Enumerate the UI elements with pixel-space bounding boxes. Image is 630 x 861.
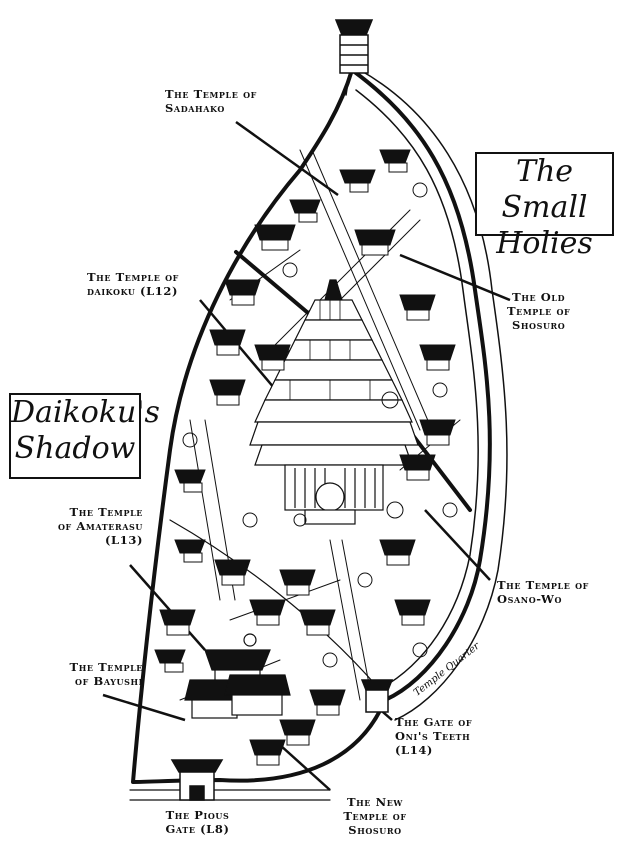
district-wall-outer (131, 68, 492, 784)
label-temple-daikoku: The Temple of daikoku (L12) (87, 270, 179, 298)
label-line: The Pious (165, 808, 230, 822)
label-old-temple-shosuro: The Old Temple of Shosuro (507, 290, 570, 332)
leader-daikoku (199, 299, 281, 396)
leader-amaterasu (129, 564, 206, 651)
leader-bayushi (102, 693, 186, 722)
label-line: daikoku (L12) (87, 284, 179, 298)
label-line: The Temple of (497, 578, 589, 592)
label-line: The Old (512, 290, 566, 304)
leader-osano-wo (424, 509, 491, 581)
leader-sadahako (235, 120, 339, 197)
gate-icon (360, 679, 394, 713)
leader-old-shosuro (399, 253, 511, 302)
label-line: The New (346, 795, 403, 809)
label-temple-osano-wo: The Temple of Osano-Wo (497, 578, 589, 606)
label-temple-amaterasu: The Temple of Amaterasu (L13) (28, 505, 143, 547)
label-line: Shosuro (511, 318, 566, 332)
shrine-icon (184, 633, 291, 719)
label-line: Shosuro (348, 823, 402, 837)
outer-road (359, 69, 508, 721)
label-line: The Gate of (395, 715, 473, 729)
label-line: The Temple (69, 660, 143, 674)
district-wall-inner (355, 89, 479, 691)
label-line: (L14) (395, 743, 433, 757)
district-daikoku-shadow-line2: Shadow (14, 431, 136, 466)
label-line: The Temple of (165, 87, 257, 101)
label-new-temple-shosuro: The New Temple of Shosuro (330, 795, 420, 837)
label-line: Gate (L8) (165, 822, 230, 836)
label-line: Osano-Wo (497, 592, 563, 606)
pious-gate-icon (170, 759, 224, 801)
label-line: of Amaterasu (57, 519, 143, 533)
label-line: of Bayushi (75, 674, 143, 688)
label-line: Temple of (507, 304, 571, 318)
district-small-holies-line2: Holies (496, 226, 593, 261)
label-line: (L13) (105, 533, 143, 547)
label-gate-oni-teeth: The Gate of Oni's Teeth (L14) (395, 715, 472, 757)
tree-icon (182, 182, 458, 668)
label-pious-gate: The Pious Gate (L8) (150, 808, 245, 836)
top-gate-icon (334, 19, 374, 74)
label-line: The Temple of (87, 270, 179, 284)
district-small-holies: The Small Holies (475, 152, 614, 261)
leader-new-shosuro (279, 744, 331, 791)
district-daikoku-shadow-line1: Daikoku's (11, 395, 160, 430)
label-temple-bayushi: The Temple of Bayushi (25, 660, 143, 688)
label-line: Sadahako (165, 101, 225, 115)
label-line: The Temple (69, 505, 143, 519)
temple-pagoda-icon (249, 279, 419, 525)
district-small-holies-line1: The Small (501, 154, 588, 225)
district-daikoku-shadow: Daikoku's Shadow (9, 393, 160, 479)
label-line: Oni's Teeth (395, 729, 471, 743)
label-line: Temple of (343, 809, 407, 823)
label-temple-sadahako: The Temple of Sadahako (165, 87, 257, 115)
building-icon (154, 149, 456, 766)
